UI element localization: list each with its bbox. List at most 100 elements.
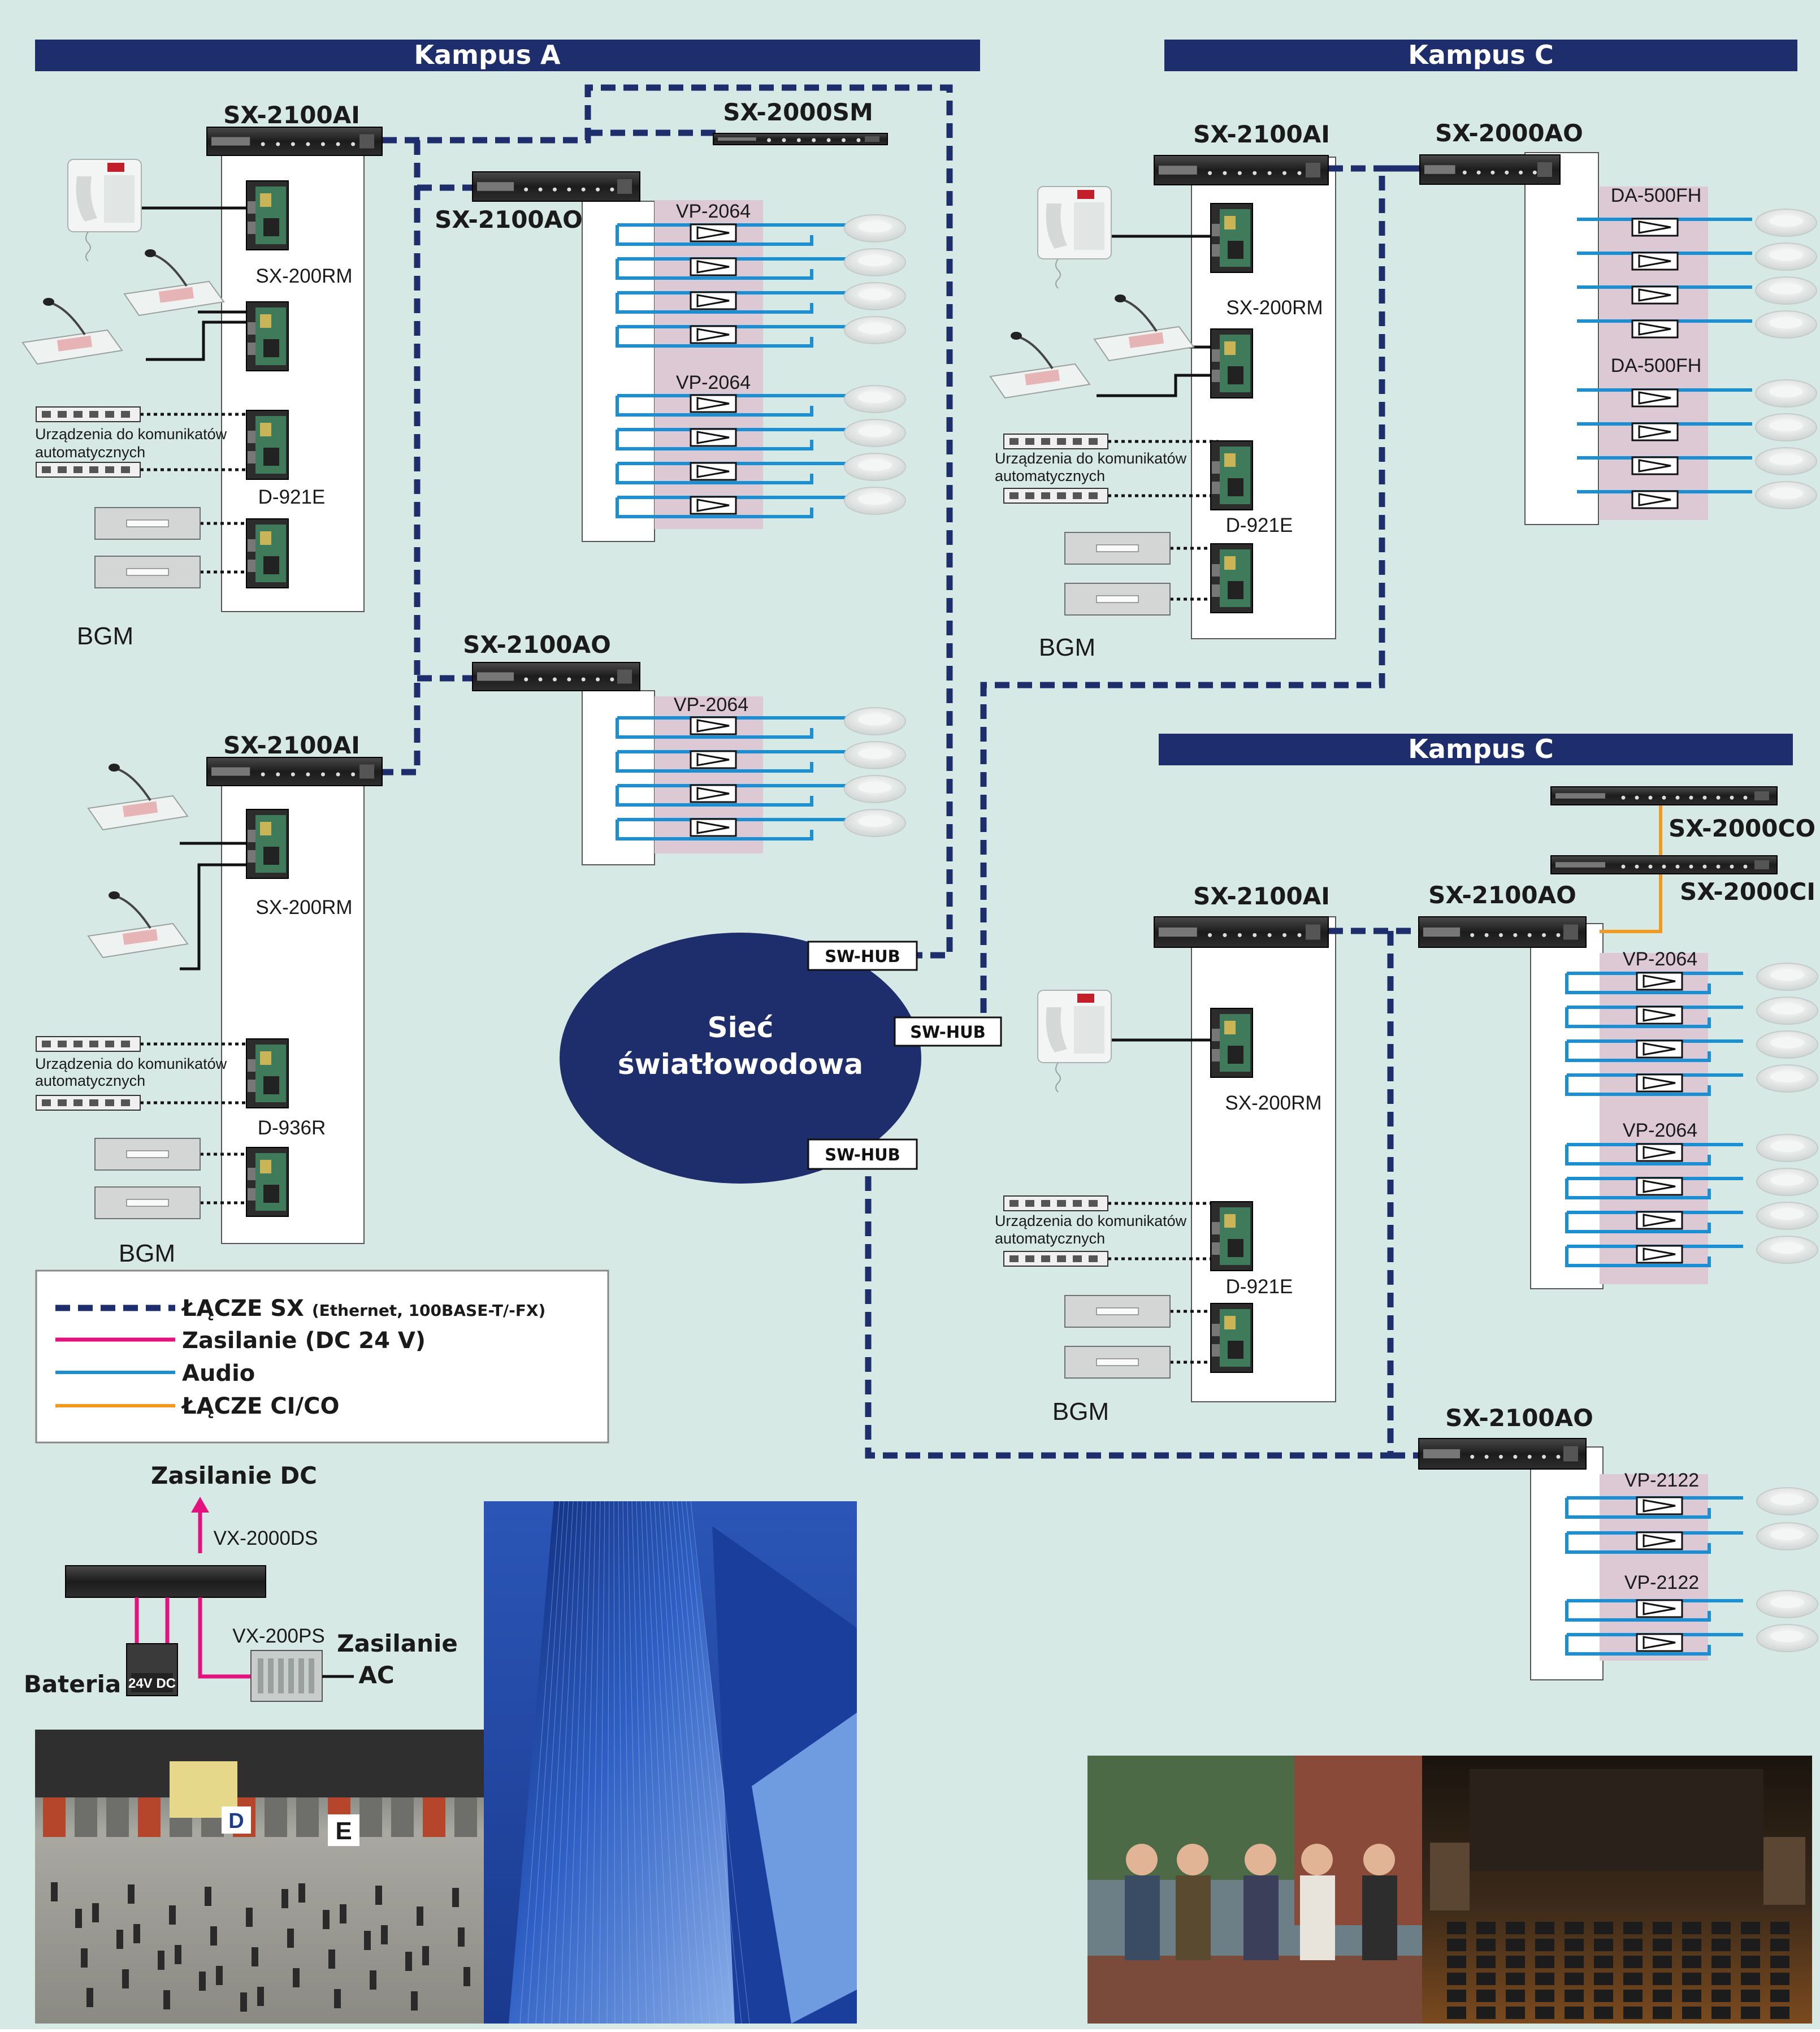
photo-person	[199, 1972, 206, 1991]
amp-triangle	[1643, 1008, 1676, 1022]
rack-led	[1542, 1454, 1546, 1459]
module-port	[1212, 564, 1220, 577]
speaker-grille	[1769, 420, 1803, 431]
auto-msg-label: automatycznych	[995, 1230, 1105, 1247]
amp-500-label: DA-500FH	[1611, 185, 1702, 206]
amp-triangle	[696, 719, 730, 733]
speaker-grille	[1770, 1208, 1804, 1220]
power-arrow	[191, 1497, 209, 1513]
bgm-label: BGM	[1039, 634, 1095, 661]
photo-seat	[1623, 1922, 1643, 1934]
audio-line	[616, 430, 813, 450]
amp-triangle	[1638, 459, 1671, 473]
speaker-grille	[858, 493, 892, 505]
photo-seat	[1535, 2007, 1554, 2019]
amp-channel	[690, 784, 737, 803]
bgm-slot	[126, 519, 169, 527]
module-port	[1212, 1049, 1220, 1062]
rack-led	[306, 142, 310, 146]
station-cord	[1055, 258, 1061, 289]
interface-module	[1210, 1008, 1253, 1078]
photo-seat	[1682, 1939, 1701, 1951]
player-button	[42, 1099, 51, 1106]
photo-seat	[1535, 1939, 1554, 1951]
photo-seat	[1506, 2007, 1525, 2019]
amp-triangle	[1643, 1534, 1676, 1548]
rack-led	[1462, 170, 1467, 175]
photo-person	[205, 1887, 211, 1906]
emergency-call-station	[1037, 990, 1112, 1093]
output-unit-label: SX-2100AO	[1445, 1404, 1593, 1432]
emergency-call-station	[67, 159, 142, 262]
audio-line	[616, 463, 813, 484]
mic-goose	[1122, 298, 1158, 332]
speaker-grille	[1770, 1003, 1804, 1015]
speaker	[1756, 1168, 1818, 1196]
campus-c-bottom-banner	[1159, 734, 1793, 765]
speaker	[844, 248, 906, 276]
paging-microphone	[87, 891, 189, 959]
rack-led	[1662, 795, 1666, 800]
player-button	[1073, 1200, 1082, 1207]
speaker	[1756, 1590, 1818, 1618]
photo-mullion	[599, 1501, 605, 2024]
distributor-unit	[65, 1565, 266, 1598]
photo-seat	[1565, 2007, 1584, 2019]
rack-led	[842, 138, 846, 142]
speaker-grille	[1770, 1494, 1804, 1505]
module-chip	[1224, 341, 1236, 355]
mic-keys	[122, 929, 158, 945]
signal-line	[1108, 440, 1219, 497]
rack-led	[1476, 170, 1481, 175]
interface-module	[246, 180, 289, 250]
station-handset	[1046, 1007, 1067, 1052]
rack-led	[1675, 864, 1680, 869]
photo-seat	[1623, 2007, 1643, 2019]
station-cord	[1055, 1062, 1061, 1093]
mic-keys	[57, 335, 93, 352]
photo-seat	[1623, 1939, 1643, 1951]
auto-msg-label: Urządzenia do komunikatów	[995, 1212, 1187, 1229]
ci-unit	[1550, 855, 1778, 874]
player-button	[1041, 1200, 1050, 1207]
photo-wall	[1087, 1956, 1422, 2024]
photo-seat	[1565, 1973, 1584, 1985]
supply-fin	[298, 1658, 304, 1693]
audio-line	[616, 225, 813, 246]
amp-triangle	[696, 226, 730, 240]
rack-led	[351, 772, 356, 777]
photo-seat	[1476, 1990, 1496, 2002]
player-button	[121, 411, 130, 418]
photo-seat	[1623, 1990, 1643, 2002]
mic-head	[43, 298, 54, 306]
campus-a-banner	[35, 40, 980, 71]
remote-module-label: SX-200RM	[255, 265, 352, 287]
amp-triangle	[1638, 391, 1671, 405]
station-indicator	[107, 163, 124, 172]
rack-led	[1527, 1454, 1532, 1459]
bgm-slot	[1096, 1307, 1139, 1315]
rack-led	[336, 142, 340, 146]
remote-module-label: SX-200RM	[1226, 297, 1323, 319]
students-photo	[1087, 1756, 1422, 2024]
photo-seat	[1653, 1990, 1672, 2002]
battery-badge: 24V DC	[128, 1676, 176, 1691]
rack-knob	[1306, 163, 1320, 177]
sw-hub-label: SW-HUB	[910, 1023, 986, 1042]
legend-audio-label: Audio	[182, 1361, 255, 1387]
rack-knob	[865, 136, 879, 142]
player-button	[1073, 1255, 1082, 1262]
rack-led	[1662, 864, 1666, 869]
module-port	[248, 850, 255, 863]
rack-led	[596, 677, 600, 682]
rack-led	[1513, 1454, 1518, 1459]
photo-seat	[1741, 1939, 1760, 1951]
amp-2064-label: VP-2064	[1623, 1120, 1697, 1141]
interface-module	[1210, 1201, 1253, 1271]
rack-display	[211, 137, 250, 146]
mic-goose	[50, 302, 86, 336]
message-player	[36, 406, 141, 422]
rack-led	[261, 142, 265, 146]
photo-person	[163, 1990, 170, 2009]
